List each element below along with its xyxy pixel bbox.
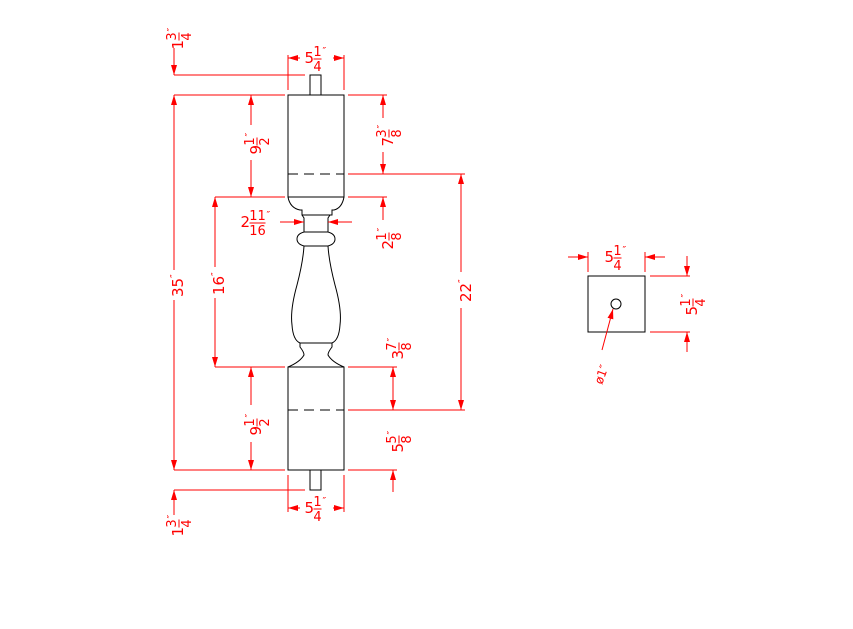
dim-whole: 5 — [683, 306, 701, 316]
dim-numerator: 3 — [165, 32, 180, 40]
dim-denominator: 16 — [249, 224, 266, 239]
dim-unit: ″ — [166, 515, 177, 519]
turned-section — [287, 196, 345, 368]
end-view-square — [587, 275, 646, 333]
dim-denominator: 2 — [258, 418, 273, 426]
dim-denominator: 4 — [694, 298, 709, 306]
dim-denominator: 2 — [258, 137, 273, 145]
dim-unit: ″ — [166, 28, 177, 32]
dim-unit: ″ — [244, 133, 255, 137]
dim-whole: 9 — [247, 426, 265, 436]
bottom-block — [287, 366, 345, 471]
dim-unit: ″ — [386, 338, 397, 342]
dim-whole: 35 — [169, 278, 187, 297]
hole-leader — [601, 308, 614, 351]
dim-numerator: 7 — [385, 342, 400, 350]
dim-whole: 2 — [379, 240, 397, 250]
dim-denominator: 8 — [400, 342, 415, 350]
dim-denominator: 8 — [390, 232, 405, 240]
dim-unit: ″ — [386, 431, 397, 435]
dim-numerator: 1 — [679, 298, 694, 306]
baluster-front-view — [287, 74, 345, 491]
bottom-pin — [309, 469, 322, 491]
dim-whole: 5 — [389, 443, 407, 453]
dim-whole: 1 — [169, 40, 187, 50]
dim-unit: ″ — [457, 279, 468, 283]
dim-denominator: 4 — [180, 519, 195, 527]
dim-whole: 5 — [305, 499, 315, 517]
dim-whole: 2 — [241, 213, 251, 231]
dim-numerator: 5 — [385, 435, 400, 443]
dim-unit: ″ — [376, 125, 387, 129]
label-turning-length: 16″ — [210, 272, 228, 295]
dim-whole: 7 — [379, 137, 397, 147]
label-dash-to-dash: 22″ — [457, 279, 475, 302]
top-block — [287, 94, 345, 198]
dim-whole: 1 — [169, 527, 187, 537]
dim-numerator: 1 — [613, 244, 621, 259]
dim-denominator: 4 — [180, 32, 195, 40]
dim-unit: ″ — [323, 46, 327, 57]
dim-numerator: 1 — [243, 137, 258, 145]
dim-unit: ″ — [376, 228, 387, 232]
dim-numerator: 3 — [165, 519, 180, 527]
dim-whole: 5 — [605, 248, 615, 266]
dim-numerator: 1 — [243, 418, 258, 426]
dim-whole: 16 — [210, 276, 228, 295]
dim-unit: ″ — [323, 496, 327, 507]
dim-unit: ″ — [210, 272, 221, 276]
dim-denominator: 8 — [400, 435, 415, 443]
dim-numerator: 1 — [313, 495, 321, 510]
dim-denominator: 4 — [613, 259, 621, 274]
dim-denominator: 4 — [313, 510, 321, 525]
dim-unit: ″ — [244, 414, 255, 418]
dim-unit: ″ — [267, 210, 271, 221]
dim-whole: 9 — [247, 145, 265, 155]
label-hole-diameter: ø1″ — [592, 362, 612, 386]
dim-numerator: 1 — [313, 45, 321, 60]
dowel-hole — [610, 298, 622, 310]
dim-denominator: 4 — [313, 60, 321, 75]
dim-denominator: 8 — [390, 129, 405, 137]
label-overall-height: 35″ — [169, 274, 187, 297]
dim-numerator: 3 — [375, 129, 390, 137]
dim-unit: ″ — [680, 294, 691, 298]
top-pin — [309, 74, 322, 96]
dim-unit: ″ — [623, 245, 627, 256]
dim-numerator: 1 — [375, 232, 390, 240]
dim-numerator: 11 — [249, 209, 266, 224]
dim-whole: 5 — [305, 49, 315, 67]
dim-whole: 3 — [389, 350, 407, 360]
dim-unit: ″ — [169, 274, 180, 278]
dim-whole: 22 — [457, 283, 475, 302]
